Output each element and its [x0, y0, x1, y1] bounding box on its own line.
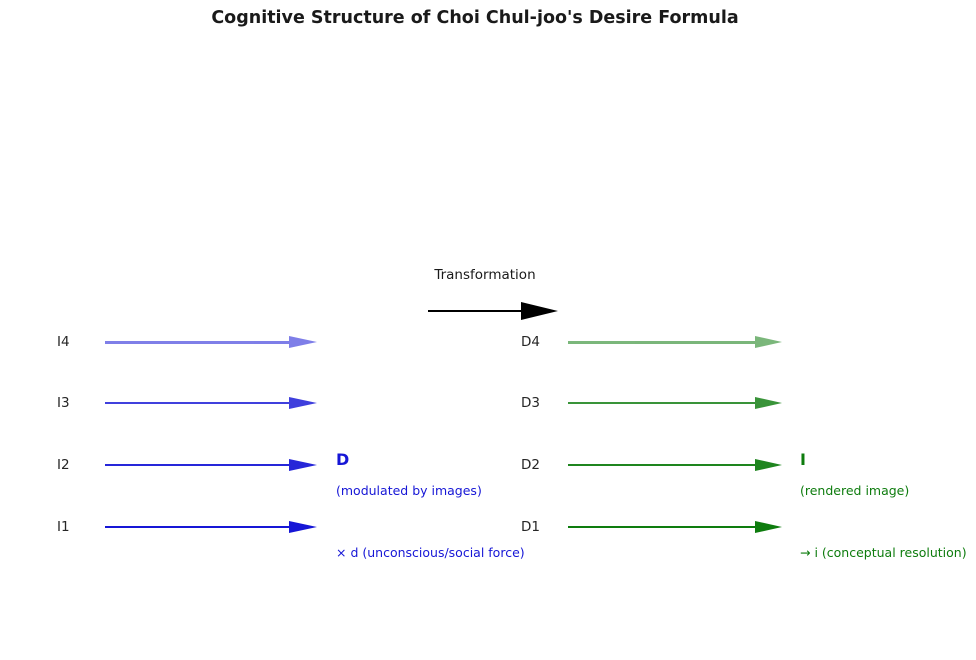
desire-arrow-d4-head-icon — [755, 336, 782, 348]
desire-arrow-d3-shaft — [568, 402, 755, 404]
image-arrow-i3-head-icon — [289, 397, 317, 409]
desire-arrow-d3-head-icon — [755, 397, 782, 409]
desire-arrow-d4-icon — [568, 336, 782, 348]
transformation-arrow-shaft — [428, 310, 521, 312]
image-arrow-i4-icon — [105, 336, 317, 348]
image-symbol-label: I — [800, 450, 806, 469]
desire-arrow-d2-shaft — [568, 464, 755, 466]
row-label-i4: I4 — [57, 334, 70, 350]
row-label-i3: I3 — [57, 395, 70, 411]
image-arrow-i1-icon — [105, 521, 317, 533]
image-symbol-caption: (rendered image) — [800, 483, 910, 498]
desire-arrow-d2-head-icon — [755, 459, 782, 471]
row-label-i1: I1 — [57, 519, 70, 535]
image-arrow-i2-icon — [105, 459, 317, 471]
desire-arrow-d1-shaft — [568, 526, 755, 528]
image-arrow-i1-head-icon — [289, 521, 317, 533]
desire-arrow-d4-shaft — [568, 340, 755, 344]
image-arrow-i3-shaft — [105, 402, 289, 404]
page-title: Cognitive Structure of Choi Chul-joo's D… — [211, 8, 739, 28]
transformation-arrow-head-icon — [521, 302, 558, 320]
image-arrow-i4-shaft — [105, 340, 289, 344]
desire-symbol-label: D — [336, 450, 350, 469]
desire-arrow-d2-icon — [568, 459, 782, 471]
image-arrow-i3-icon — [105, 397, 317, 409]
image-arrow-i4-head-icon — [289, 336, 317, 348]
image-arrow-i2-head-icon — [289, 459, 317, 471]
desire-symbol-footnote: × d (unconscious/social force) — [336, 545, 525, 560]
row-label-d4: D4 — [521, 334, 540, 350]
desire-symbol-caption: (modulated by images) — [336, 483, 482, 498]
image-symbol-footnote: → i (conceptual resolution) — [800, 545, 967, 560]
transformation-arrow-icon — [428, 302, 558, 320]
row-label-d3: D3 — [521, 395, 540, 411]
row-label-i2: I2 — [57, 457, 70, 473]
transformation-label: Transformation — [434, 267, 536, 283]
image-arrow-i1-shaft — [105, 526, 289, 528]
row-label-d1: D1 — [521, 519, 540, 535]
desire-arrow-d1-icon — [568, 521, 782, 533]
desire-arrow-d1-head-icon — [755, 521, 782, 533]
desire-arrow-d3-icon — [568, 397, 782, 409]
row-label-d2: D2 — [521, 457, 540, 473]
image-arrow-i2-shaft — [105, 464, 289, 466]
